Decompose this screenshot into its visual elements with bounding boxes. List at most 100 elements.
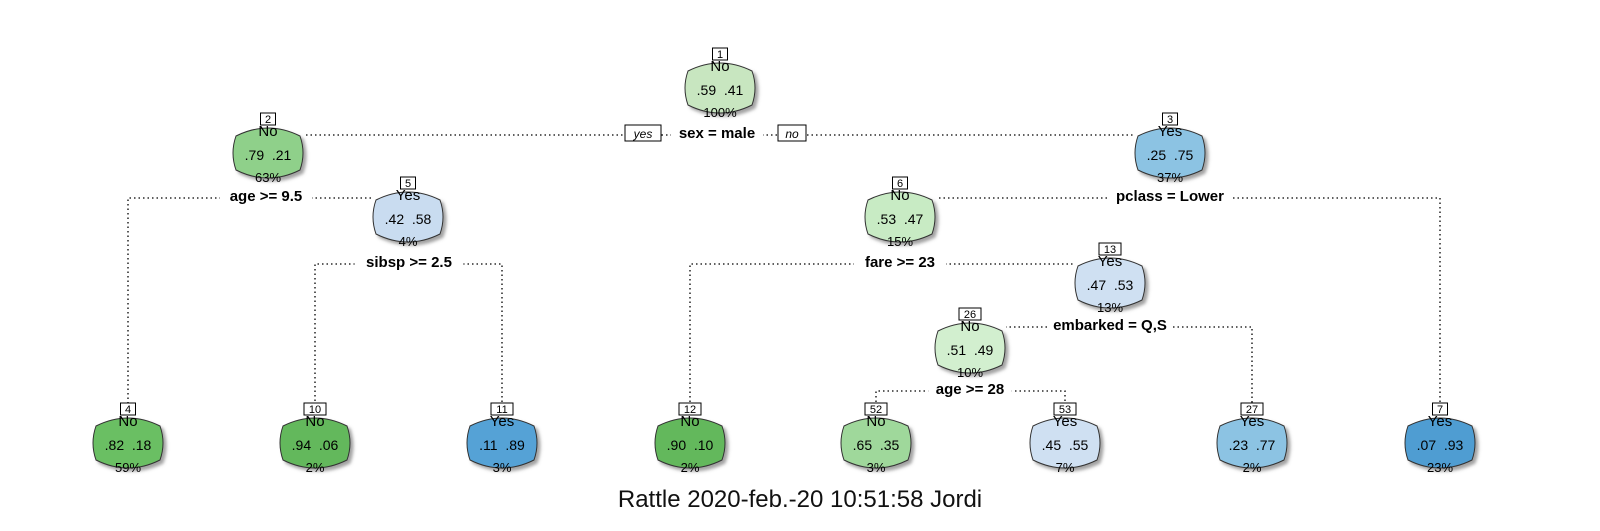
tree-node-53-id: 53 xyxy=(1059,404,1071,416)
tree-node-5-pct: 4% xyxy=(399,234,418,249)
split-embarked: embarked = Q,S xyxy=(1047,316,1173,334)
branch-no-label: no xyxy=(777,124,807,142)
tree-node-5-id: 5 xyxy=(405,178,411,190)
tree-node-2-id-box xyxy=(260,112,276,126)
tree-node-10-class: No xyxy=(305,413,324,430)
tree-node-26-probs: .51 .49 xyxy=(947,342,994,358)
tree-node-6-pct: 15% xyxy=(887,234,913,249)
tree-edges xyxy=(127,134,1441,413)
tree-node-5-probs: .42 .58 xyxy=(385,211,432,227)
tree-node-7-shape xyxy=(1404,417,1476,469)
tree-node-13-pct: 13% xyxy=(1097,300,1123,315)
tree-node-11-probs: .11 .89 xyxy=(479,437,525,453)
tree-node-6-shape xyxy=(864,191,936,243)
split-fare: fare >= 23 xyxy=(854,253,946,271)
tree-node-1-id-box xyxy=(712,47,728,61)
tree-node-52-id: 52 xyxy=(870,404,882,416)
split-sibsp-label: sibsp >= 2.5 xyxy=(366,254,452,271)
tree-node-5-class: Yes xyxy=(396,187,420,204)
diagram-caption: Rattle 2020-feb.-20 10:51:58 Jordi xyxy=(617,486,983,513)
tree-node-4-class: No xyxy=(118,413,137,430)
tree-node-13-probs: .47 .53 xyxy=(1087,277,1134,293)
tree-node-26-shape xyxy=(934,322,1006,374)
tree-node-1-class: No xyxy=(710,58,729,75)
tree-node-2-class: No xyxy=(258,123,277,140)
tree-node-11-id: 11 xyxy=(496,404,507,416)
branch-yes-label: yes xyxy=(624,124,662,142)
tree-node-12-class: No xyxy=(680,413,699,430)
tree-node-53-shape xyxy=(1029,417,1101,469)
tree-node-12-id: 12 xyxy=(684,404,696,416)
tree-node-52-pct: 3% xyxy=(867,460,886,475)
edge-13-27 xyxy=(1110,326,1253,413)
tree-node-27-id: 27 xyxy=(1246,404,1258,416)
tree-node-7-pct: 23% xyxy=(1427,460,1453,475)
split-embarked-label: embarked = Q,S xyxy=(1053,317,1167,334)
tree-node-2-shape xyxy=(232,127,304,179)
tree-node-1-probs: .59 .41 xyxy=(697,82,744,98)
tree-node-26-class: No xyxy=(960,318,979,335)
tree-node-12-pct: 2% xyxy=(681,460,700,475)
tree-node-1-pct: 100% xyxy=(703,105,737,120)
tree-node-2-probs: .79 .21 xyxy=(245,147,292,163)
tree-node-10-id: 10 xyxy=(309,404,321,416)
branch-no-label-text: no xyxy=(785,127,799,141)
tree-node-11-class: Yes xyxy=(490,413,514,430)
split-sex-label: sex = male xyxy=(679,125,755,142)
tree-node-13-id: 13 xyxy=(1104,244,1116,256)
tree-node-27-shape xyxy=(1216,417,1288,469)
tree-node-5-id-box xyxy=(400,176,416,190)
tree-node-4-id-box xyxy=(120,402,136,416)
split-fare-label: fare >= 23 xyxy=(865,254,935,271)
tree-node-5-shape xyxy=(372,191,444,243)
split-sex: sex = male xyxy=(671,124,763,142)
tree-node-3-id-box xyxy=(1162,112,1178,126)
tree-node-11-id-box xyxy=(490,402,514,416)
tree-node-2-pct: 63% xyxy=(255,170,281,185)
tree-node-3-probs: .25 .75 xyxy=(1147,147,1194,163)
tree-node-26-id-box xyxy=(958,307,982,321)
tree-node-10-id-box xyxy=(303,402,327,416)
split-age2-label: age >= 28 xyxy=(936,381,1004,398)
tree-node-53-probs: .45 .55 xyxy=(1042,437,1089,453)
tree-node-1-shape xyxy=(684,62,756,114)
tree-node-12-id-box xyxy=(678,402,702,416)
tree-node-12-probs: .90 .10 xyxy=(667,437,714,453)
split-sibsp: sibsp >= 2.5 xyxy=(354,253,464,271)
tree-node-3-class: Yes xyxy=(1158,123,1182,140)
edge-3-7 xyxy=(1170,197,1441,413)
edge-6-12 xyxy=(689,263,900,413)
tree-node-4-probs: .82 .18 xyxy=(105,437,152,453)
edge-2-4 xyxy=(127,197,266,413)
tree-node-27-pct: 2% xyxy=(1243,460,1262,475)
tree-node-52-probs: .65 .35 xyxy=(853,437,900,453)
tree-node-11-shape xyxy=(466,417,538,469)
tree-node-27-class: Yes xyxy=(1240,413,1264,430)
tree-node-13-id-box xyxy=(1098,242,1122,256)
tree-node-53-pct: 7% xyxy=(1056,460,1075,475)
tree-node-4-id: 4 xyxy=(125,404,131,416)
tree-node-7-class: Yes xyxy=(1428,413,1452,430)
tree-node-11-pct: 3% xyxy=(493,460,512,475)
split-pclass-label: pclass = Lower xyxy=(1116,188,1224,205)
tree-node-10-pct: 2% xyxy=(306,460,325,475)
tree-node-52-shape xyxy=(840,417,912,469)
tree-node-10-shape xyxy=(279,417,351,469)
tree-node-7-id: 7 xyxy=(1437,404,1443,416)
tree-node-10-probs: .94 .06 xyxy=(292,437,339,453)
tree-node-7-probs: .07 .93 xyxy=(1417,437,1464,453)
tree-node-13-class: Yes xyxy=(1098,253,1122,270)
tree-node-6-id: 6 xyxy=(897,178,903,190)
tree-node-4-shape xyxy=(92,417,164,469)
tree-node-7-id-box xyxy=(1432,402,1448,416)
